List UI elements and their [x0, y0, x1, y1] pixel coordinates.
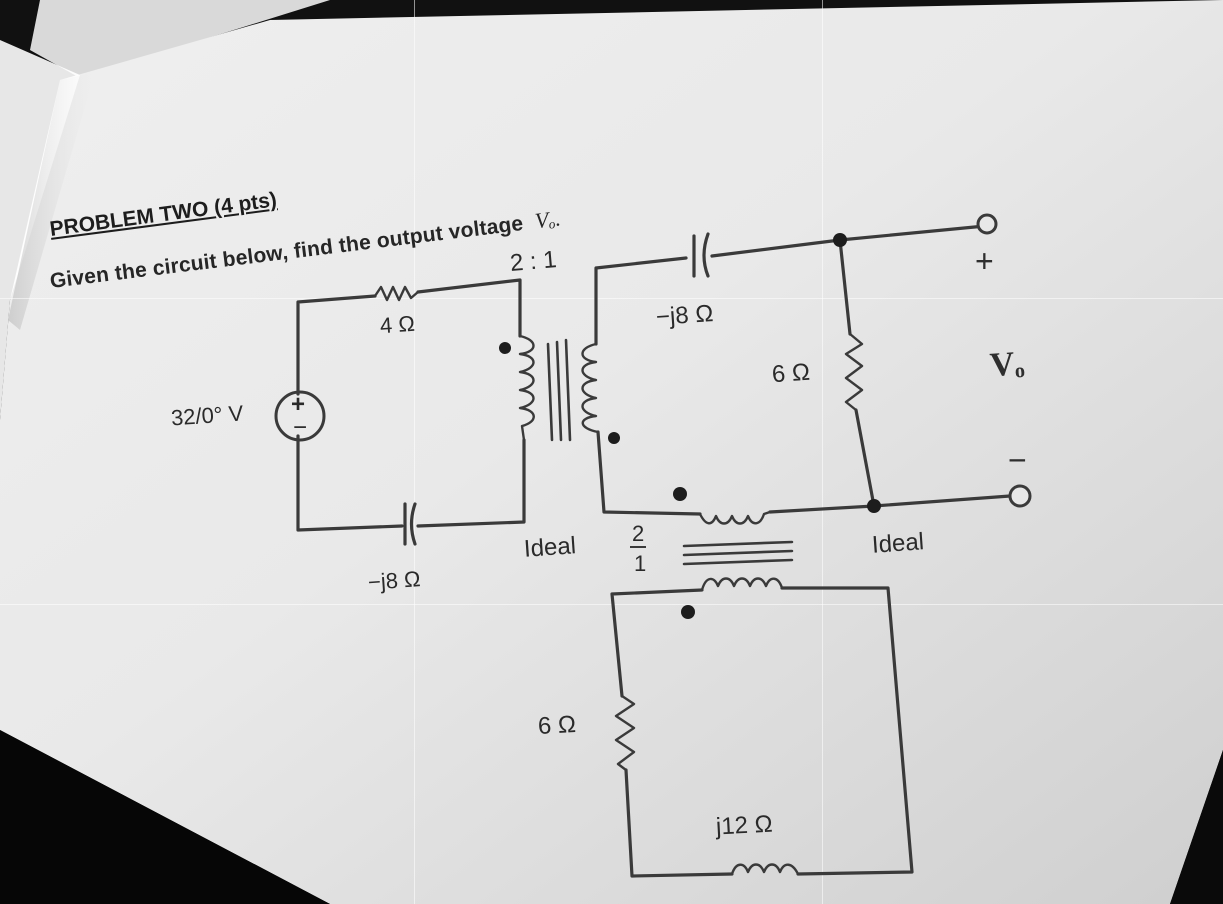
transformer1-core-b: [555, 340, 563, 442]
polarity-dot-secondary: [608, 432, 620, 444]
transformer2-bottom-coil: [700, 577, 784, 592]
turns-ratio-top: 2 : 1: [508, 246, 558, 277]
inductor-j12: [730, 863, 800, 876]
transformer2-top-coil: [698, 510, 772, 525]
wire-right-vert-top: [838, 238, 852, 336]
transformer1-secondary-coil: [581, 342, 600, 434]
transformer2-core-c: [682, 558, 794, 566]
ideal-right-label: Ideal: [871, 528, 925, 559]
transformer1-primary-coil: [518, 334, 535, 442]
transformer1-core-c: [564, 338, 572, 442]
transformer1-core-a: [546, 342, 554, 442]
capacitor-left-plate-b: [409, 502, 417, 546]
resistor-4-ohm: [373, 285, 420, 302]
underlying-page: [30, 0, 330, 78]
polarity-dot-t2-bottom: [681, 605, 695, 619]
source-plus-sign: +: [291, 391, 306, 418]
resistor-6-bottom-label: 6 Ω: [537, 711, 577, 740]
junction-dot-top: [833, 233, 847, 247]
ratio-bottom-numerator: 2: [632, 521, 645, 546]
wire-bottom-left-down: [624, 768, 734, 878]
resistor-6-right-label: 6 Ω: [771, 358, 811, 389]
wire-mid-top: [594, 256, 688, 346]
polarity-dot-primary: [499, 342, 511, 354]
wire-bottom-left: [610, 588, 704, 698]
ideal-left-label: Ideal: [523, 532, 577, 563]
resistor-4-label: 4 Ω: [379, 310, 416, 339]
source-label: 32/0° V: [170, 400, 245, 431]
wire-mid-left-down: [596, 430, 702, 516]
voltage-source-circle: [274, 390, 326, 442]
ratio-bottom-bar: [630, 546, 646, 548]
tile-divider: [414, 0, 415, 904]
transformer2-core-b: [682, 549, 794, 557]
capacitor-left-wire: [416, 438, 526, 528]
wire-cap-right: [710, 224, 987, 258]
wire-t2-top-right: [768, 494, 1012, 514]
output-terminal-top: [976, 213, 998, 235]
output-minus-sign: −: [1008, 442, 1027, 478]
polarity-dot-t2-top: [673, 487, 687, 501]
inductor-j12-label: j12 Ω: [715, 810, 774, 841]
wire-left-top: [296, 294, 377, 396]
output-voltage-label: Vₒ: [988, 344, 1026, 385]
output-plus-sign: +: [975, 243, 994, 279]
wire-left-bottom: [296, 434, 404, 532]
capacitor-right-label: −j8 Ω: [655, 300, 715, 331]
resistor-6-ohm-right: [844, 332, 864, 412]
wire-bottom-right: [780, 586, 914, 876]
resistor-6-ohm-bottom: [614, 694, 636, 772]
output-terminal-bottom: [1008, 484, 1032, 508]
source-minus-sign: −: [293, 414, 308, 441]
transformer2-core-a: [682, 540, 794, 548]
ratio-bottom-denominator: 1: [634, 551, 647, 576]
output-symbol: Vₒ.: [533, 205, 563, 234]
tile-divider: [0, 298, 1223, 299]
capacitor-left-label: −j8 Ω: [367, 566, 422, 595]
wire-right-vert-bottom: [854, 408, 876, 508]
tile-divider: [822, 0, 823, 904]
capacitor-right-plate-b: [702, 232, 710, 278]
wire-left-top2: [416, 278, 522, 338]
junction-dot-bottom: [867, 499, 881, 513]
